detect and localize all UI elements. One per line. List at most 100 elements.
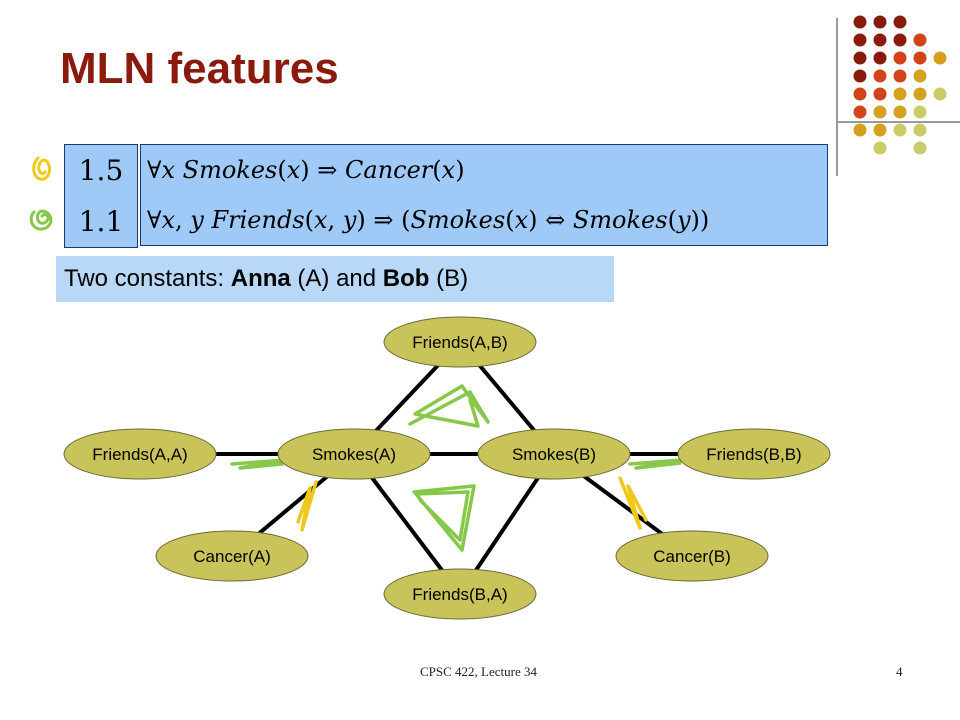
- decorative-dot: [853, 33, 867, 47]
- yellow-scribble-right-edge: [618, 476, 648, 530]
- decorative-dot: [913, 51, 927, 65]
- decorative-dot: [873, 141, 887, 155]
- green-triangle-scribble-bottom: [412, 484, 476, 552]
- formula-token: ,: [175, 206, 191, 234]
- formula-token: (: [277, 156, 287, 184]
- node-label: Friends(B,A): [412, 585, 507, 604]
- decorative-dot: [873, 105, 887, 119]
- node-ca: Cancer(A): [155, 530, 309, 582]
- decorative-dot: [893, 105, 907, 119]
- node-ellipse: [477, 428, 631, 480]
- formula-token: ∀: [147, 156, 162, 184]
- formula-token: y Friends: [190, 206, 305, 234]
- formula-token: (: [667, 206, 677, 234]
- decorative-dot: [893, 87, 907, 101]
- green-scribble-bullet-icon: [29, 209, 53, 231]
- yellow-scribble-bullet-icon: [32, 156, 52, 181]
- decorative-dot: [893, 15, 907, 29]
- decorative-dot: [873, 87, 887, 101]
- formula-token: (: [304, 206, 314, 234]
- node-cb: Cancer(B): [615, 530, 769, 582]
- decorative-dot: [873, 15, 887, 29]
- decorative-dot: [873, 51, 887, 65]
- footer-page-number: 4: [896, 664, 903, 679]
- decorative-dot: [853, 123, 867, 137]
- decorative-dot: [853, 105, 867, 119]
- node-fbb: Friends(B,B): [677, 428, 831, 480]
- node-ellipse: [63, 428, 217, 480]
- formula-token: ): [300, 156, 310, 184]
- node-ellipse: [155, 530, 309, 582]
- constant-anna: Anna: [230, 265, 291, 292]
- formula-token: (: [505, 206, 515, 234]
- formula-token: y: [342, 206, 357, 234]
- constant-bob: Bob: [382, 265, 430, 292]
- node-ellipse: [677, 428, 831, 480]
- decorative-dot: [893, 69, 907, 83]
- formula-token: ): [455, 156, 465, 184]
- formula-token: x: [441, 156, 456, 184]
- formula-token: ⇒: [309, 156, 346, 184]
- decorative-dot: [933, 87, 947, 101]
- decorative-dot: [873, 33, 887, 47]
- formula-token: ) ⇔: [528, 206, 573, 234]
- hand-drawn-annotations: [230, 384, 684, 552]
- formula-friends-smoke: ∀x, y Friends(x, y) ⇒ (Smokes(x) ⇔ Smoke…: [147, 206, 827, 234]
- node-label: Cancer(B): [653, 547, 730, 566]
- decorative-dot: [933, 51, 947, 65]
- decorative-dot: [853, 15, 867, 29]
- decorative-dot: [913, 33, 927, 47]
- formula-token: x: [161, 206, 176, 234]
- constants-suffix: (B): [429, 265, 469, 292]
- green-scribble-left-edge: [230, 458, 288, 470]
- decorative-dot: [913, 87, 927, 101]
- node-sa: Smokes(A): [277, 428, 431, 480]
- decorative-vertical-rule: [836, 18, 838, 176]
- formula-weight: 1.1: [78, 205, 124, 238]
- decorative-dot: [913, 105, 927, 119]
- constants-prefix: Two constants:: [64, 265, 231, 292]
- green-scribble-right-edge: [628, 458, 684, 470]
- decorative-dot: [873, 123, 887, 137]
- formula-token: ∀: [147, 206, 162, 234]
- formula-token: x Smokes: [161, 156, 278, 184]
- formula-token: x: [514, 206, 529, 234]
- formula-token: )): [690, 206, 710, 234]
- decorative-dot-grid: [853, 15, 947, 155]
- node-ellipse: [383, 316, 537, 368]
- node-ellipse: [615, 530, 769, 582]
- node-fba: Friends(B,A): [383, 568, 537, 620]
- weights-box: 1.5 1.1: [64, 144, 138, 248]
- formula-token: (: [432, 156, 442, 184]
- node-ellipse: [383, 568, 537, 620]
- decorative-dot: [913, 141, 927, 155]
- formula-token: Smokes: [410, 206, 506, 234]
- formula-token: Smokes: [572, 206, 668, 234]
- node-ellipse: [277, 428, 431, 480]
- constants-banner: Two constants: Anna (A) and Bob (B): [56, 256, 614, 302]
- formulas-box: ∀x Smokes(x) ⇒ Cancer(x) ∀x, y Friends(x…: [140, 144, 828, 246]
- node-label: Smokes(A): [312, 445, 396, 464]
- node-label: Cancer(A): [193, 547, 270, 566]
- decorative-dot: [893, 123, 907, 137]
- node-label: Friends(A,A): [92, 445, 187, 464]
- decorative-dot: [853, 87, 867, 101]
- node-fab: Friends(A,B): [383, 316, 537, 368]
- formula-token: ,: [327, 206, 343, 234]
- page-title: MLN features: [60, 44, 339, 93]
- node-label: Friends(B,B): [706, 445, 801, 464]
- node-label: Smokes(B): [512, 445, 596, 464]
- decorative-dot: [893, 51, 907, 65]
- formula-smokes-cancer: ∀x Smokes(x) ⇒ Cancer(x): [147, 156, 827, 184]
- decorative-dot: [913, 123, 927, 137]
- formula-token: x: [314, 206, 328, 234]
- node-label: Friends(A,B): [412, 333, 507, 352]
- decorative-dot: [873, 69, 887, 83]
- formula-weight: 1.5: [78, 154, 124, 187]
- formula-token: x: [286, 156, 301, 184]
- decorative-dot: [893, 33, 907, 47]
- node-faa: Friends(A,A): [63, 428, 217, 480]
- constants-mid: (A) and: [290, 265, 383, 292]
- yellow-scribble-left-edge: [296, 480, 318, 532]
